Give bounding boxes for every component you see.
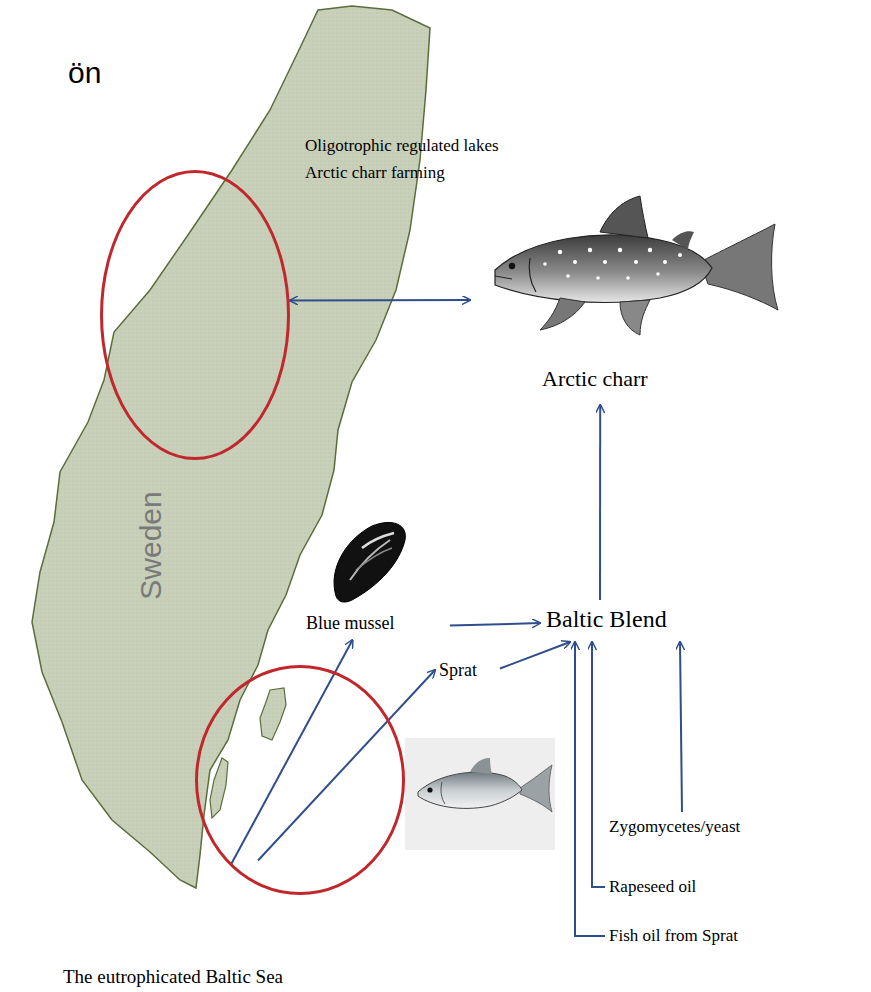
country-name: Sweden [133, 491, 166, 599]
flow-arrow [575, 642, 605, 936]
flow-arrow [290, 299, 470, 302]
gotland-island [260, 688, 286, 740]
node-text: Blue mussel [306, 612, 395, 635]
node-text: Fish oil from Sprat [609, 925, 738, 946]
ingredient-node: Blue mussel [300, 608, 450, 640]
arctic-charr-illustration [495, 196, 778, 335]
node-text: Baltic Blend [546, 604, 667, 634]
flow-arrow [500, 642, 570, 669]
node-text: Arctic charr [542, 365, 648, 393]
ingredient-node: Sprat [435, 655, 500, 685]
fish-node: Arctic charr [470, 195, 780, 405]
node-text: The eutrophicated Baltic Sea [63, 965, 283, 989]
region-ellipse [100, 170, 290, 460]
blue-mussel-illustration [334, 522, 405, 602]
flow-arrow [592, 642, 605, 887]
ingredient-node: Zygomycetes/yeast [605, 812, 780, 842]
node-text: Rapeseed oil [609, 876, 696, 897]
flow-arrow [680, 642, 682, 812]
ingredient-node: Fish oil from Sprat [605, 921, 795, 951]
sprat-illustration [405, 738, 555, 850]
ingredient-node: Rapeseed oil [605, 872, 745, 902]
flow-arrow [258, 670, 435, 861]
node-text: Zygomycetes/yeast [609, 816, 740, 837]
region-ellipse [195, 665, 405, 895]
node-text: Sprat [439, 659, 477, 682]
flow-arrow [599, 405, 601, 600]
node-text: Oligotrophic regulated lakes Arctic char… [305, 132, 535, 186]
cut-off-word: ön [68, 56, 101, 89]
region-outline [102, 172, 289, 459]
region-outline [197, 667, 404, 894]
feed-node: Baltic Blend [540, 600, 740, 642]
lake-region: Oligotrophic regulated lakes Arctic char… [100, 170, 290, 460]
oland-island [210, 758, 228, 818]
sea-region: The eutrophicated Baltic Sea [195, 665, 405, 895]
flow-arrow [450, 623, 540, 626]
